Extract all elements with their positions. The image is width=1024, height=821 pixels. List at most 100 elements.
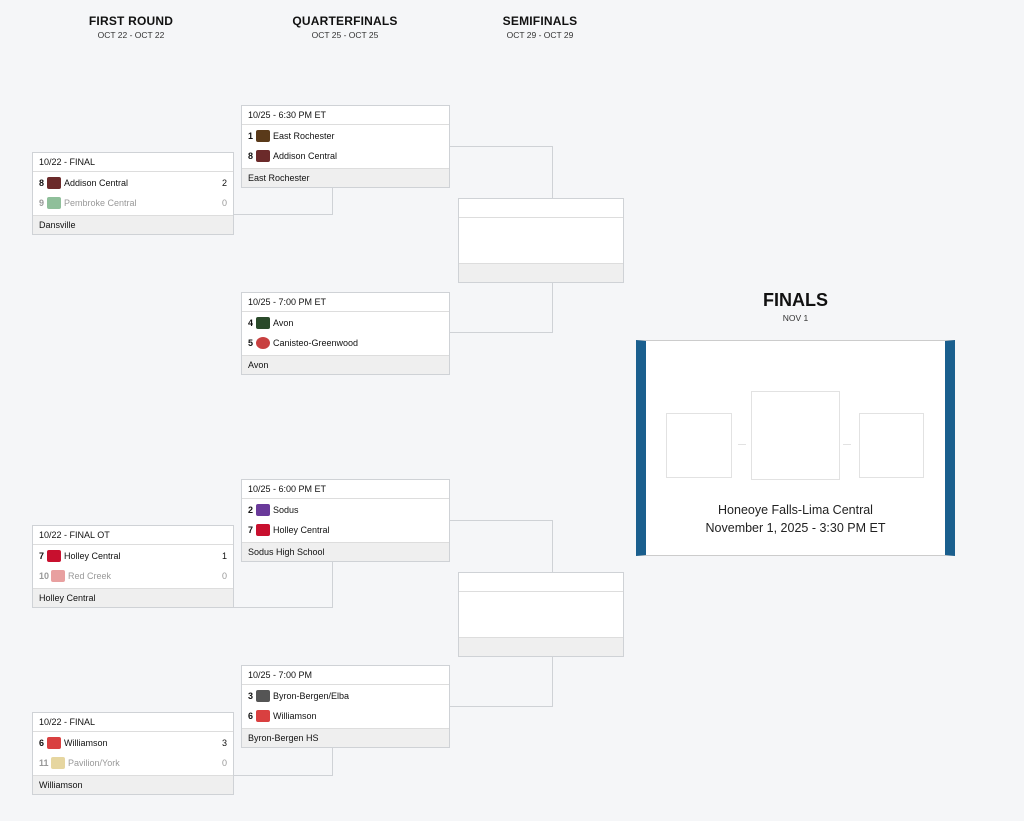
- team-name: East Rochester: [273, 131, 335, 141]
- seed: 11: [39, 758, 49, 768]
- east-rochester-logo-icon: [256, 130, 270, 142]
- round-dates: OCT 22 - OCT 22: [97, 30, 165, 40]
- champion-placeholder: [751, 391, 840, 480]
- match-status: 10/25 - 6:30 PM ET: [242, 106, 449, 125]
- semifinal-match-card[interactable]: [458, 572, 624, 657]
- team-row[interactable]: 4 Avon: [242, 313, 449, 333]
- seed: 3: [248, 691, 254, 701]
- match-venue: Williamson: [33, 775, 233, 794]
- connector-line: [449, 146, 553, 199]
- seed: 10: [39, 571, 50, 581]
- finals-venue: Honeoye Falls-Lima Central: [718, 503, 873, 517]
- team-row[interactable]: 1 East Rochester: [242, 126, 449, 146]
- red-creek-logo-icon: [51, 570, 65, 582]
- seed: 8: [248, 151, 254, 161]
- match-status: 10/25 - 7:00 PM ET: [242, 293, 449, 312]
- canisteo-logo-icon: [256, 337, 270, 349]
- finals-datetime: November 1, 2025 - 3:30 PM ET: [705, 521, 886, 535]
- score: 1: [221, 551, 227, 561]
- seed: 7: [39, 551, 45, 561]
- score: 0: [221, 758, 227, 768]
- finalist-placeholder: [666, 413, 732, 478]
- byron-bergen-logo-icon: [256, 690, 270, 702]
- team-row[interactable]: 5 Canisteo-Greenwood: [242, 333, 449, 353]
- match-status: 10/25 - 7:00 PM: [242, 666, 449, 685]
- team-name: Williamson: [64, 738, 108, 748]
- team-name: Pembroke Central: [64, 198, 137, 208]
- team-row[interactable]: 7 Holley Central: [242, 520, 449, 540]
- match-status: 10/22 - FINAL: [33, 713, 233, 732]
- match-venue: Dansville: [33, 215, 233, 234]
- seed: 1: [248, 131, 254, 141]
- finals-info: Honeoye Falls-Lima Central November 1, 2…: [646, 501, 945, 537]
- connector-line: [449, 655, 553, 707]
- addison-logo-icon: [256, 150, 270, 162]
- williamson-logo-icon: [256, 710, 270, 722]
- match-status: 10/25 - 6:00 PM ET: [242, 480, 449, 499]
- team-row[interactable]: 10 Red Creek 0: [33, 566, 233, 586]
- team-row[interactable]: 7 Holley Central 1: [33, 546, 233, 566]
- round-header-semifinals: SEMIFINALS OCT 29 - OCT 29: [450, 14, 630, 40]
- holley-logo-icon: [256, 524, 270, 536]
- match-status: [459, 573, 623, 592]
- seed: 4: [248, 318, 254, 328]
- match-venue: [459, 637, 623, 656]
- round-dates: OCT 29 - OCT 29: [506, 30, 574, 40]
- sodus-logo-icon: [256, 504, 270, 516]
- team-rows: [459, 592, 623, 637]
- connector-line: [449, 281, 553, 333]
- finals-header: FINALS NOV 1: [636, 290, 955, 323]
- team-row[interactable]: 11 Pavilion/York 0: [33, 753, 233, 773]
- divider: [738, 444, 746, 445]
- team-row[interactable]: 6 Williamson: [242, 706, 449, 726]
- round-title: SEMIFINALS: [502, 14, 578, 28]
- match-venue: Holley Central: [33, 588, 233, 607]
- addison-logo-icon: [47, 177, 61, 189]
- finals-card[interactable]: Honeoye Falls-Lima Central November 1, 2…: [636, 340, 955, 556]
- team-row[interactable]: 8 Addison Central: [242, 146, 449, 166]
- score: 3: [221, 738, 227, 748]
- connector-line: [233, 747, 333, 776]
- seed: 5: [248, 338, 254, 348]
- match-venue: Avon: [242, 355, 449, 374]
- finalist-placeholder: [859, 413, 924, 478]
- team-name: Canisteo-Greenwood: [273, 338, 359, 348]
- pembroke-logo-icon: [47, 197, 61, 209]
- team-name: Williamson: [273, 711, 317, 721]
- seed: 6: [39, 738, 45, 748]
- team-name: Pavilion/York: [68, 758, 120, 768]
- team-name: Sodus: [273, 505, 299, 515]
- match-venue: East Rochester: [242, 168, 449, 187]
- team-row[interactable]: 6 Williamson 3: [33, 733, 233, 753]
- team-name: Holley Central: [64, 551, 121, 561]
- finals-title: FINALS: [763, 290, 828, 310]
- team-name: Holley Central: [273, 525, 330, 535]
- team-name: Addison Central: [273, 151, 338, 161]
- round-dates: OCT 25 - OCT 25: [311, 30, 379, 40]
- divider: [843, 444, 851, 445]
- seed: 6: [248, 711, 254, 721]
- team-name: Red Creek: [68, 571, 112, 581]
- semifinal-match-card[interactable]: [458, 198, 624, 283]
- match-status: [459, 199, 623, 218]
- williamson-logo-icon: [47, 737, 61, 749]
- team-name: Avon: [273, 318, 294, 328]
- seed: 7: [248, 525, 254, 535]
- match-venue: Sodus High School: [242, 542, 449, 561]
- team-name: Addison Central: [64, 178, 129, 188]
- avon-logo-icon: [256, 317, 270, 329]
- score: 0: [221, 571, 227, 581]
